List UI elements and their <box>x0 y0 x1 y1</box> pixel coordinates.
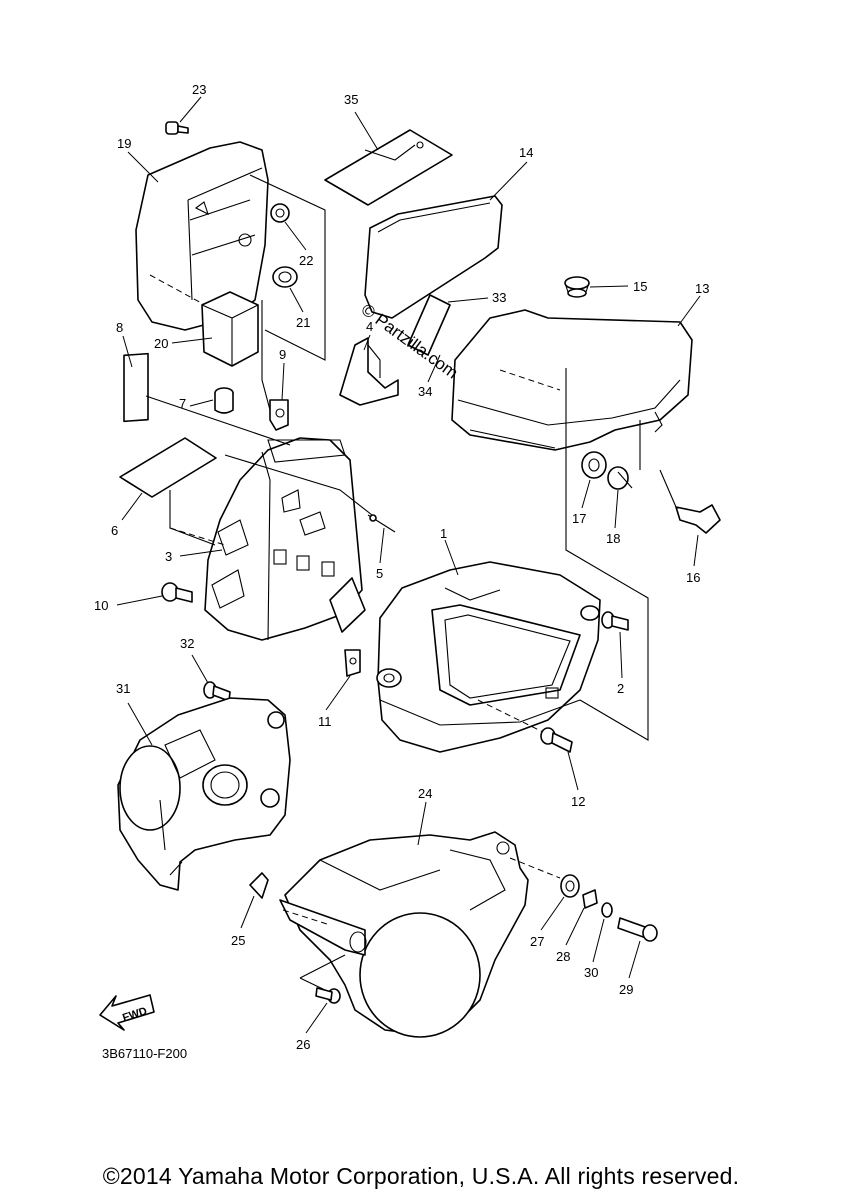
part-32-bolt <box>203 681 231 702</box>
callout-2: 2 <box>617 681 624 696</box>
callout-17: 17 <box>572 511 586 526</box>
callout-19: 19 <box>117 136 131 151</box>
callout-13: 13 <box>695 281 709 296</box>
part-26-bolt <box>315 987 341 1004</box>
part-11-clip <box>344 649 361 677</box>
part-18-collar <box>607 466 633 490</box>
callout-30: 30 <box>584 965 598 980</box>
callout-32: 32 <box>180 636 194 651</box>
part-12-bolt <box>540 727 573 753</box>
part-7-collar <box>214 387 234 414</box>
fwd-arrow-icon: FWD <box>99 994 155 1031</box>
part-35-pad <box>324 129 453 206</box>
guide-line-8 <box>145 395 291 446</box>
callout-27: 27 <box>530 934 544 949</box>
part-19-side-cover <box>135 141 269 331</box>
part-25-clip <box>249 872 269 899</box>
callout-5: 5 <box>376 566 383 581</box>
part-23-bolt <box>165 121 189 135</box>
part-27-grommet <box>560 874 580 898</box>
callout-12: 12 <box>571 794 585 809</box>
part-30-washer <box>601 902 613 918</box>
part-20-damper <box>201 291 259 367</box>
part-9-clip <box>269 399 289 431</box>
part-29-bolt <box>617 917 658 942</box>
guide-line-9 <box>261 300 271 411</box>
guide-line-26 <box>299 954 346 991</box>
callout-23: 23 <box>192 82 206 97</box>
drawing-code: 3B67110-F200 <box>102 1046 188 1061</box>
callout-9: 9 <box>279 347 286 362</box>
callout-33: 33 <box>492 290 506 305</box>
callout-34: 34 <box>418 384 432 399</box>
callout-7: 7 <box>179 396 186 411</box>
part-1-airbox <box>376 561 601 753</box>
part-16-fastener <box>659 469 721 534</box>
part-10-bolt <box>161 582 193 603</box>
part-8-pad <box>123 352 149 423</box>
part-2-bolt <box>601 611 629 631</box>
callout-16: 16 <box>686 570 700 585</box>
guide-line-5 <box>224 454 373 516</box>
part-22-grommet <box>270 203 290 223</box>
callout-15: 15 <box>633 279 647 294</box>
part-24-cover <box>279 831 529 1038</box>
guide-box-right <box>565 368 649 741</box>
part-3-battery-box <box>169 437 366 641</box>
callout-labels: 1 2 3 4 5 6 7 8 9 10 11 12 13 14 15 16 1… <box>94 82 709 1052</box>
callout-35: 35 <box>344 92 358 107</box>
callout-25: 25 <box>231 933 245 948</box>
part-31-cover <box>117 697 291 891</box>
part-5-pin <box>367 514 396 533</box>
guide-line-6-3 <box>169 490 216 546</box>
part-13-battery-cover <box>451 309 693 451</box>
part-4-bracket <box>339 337 399 406</box>
callout-18: 18 <box>606 531 620 546</box>
part-33-label <box>407 294 451 356</box>
part-6-sheet <box>119 437 217 498</box>
callout-3: 3 <box>165 549 172 564</box>
part-17-nut <box>581 451 607 479</box>
callout-28: 28 <box>556 949 570 964</box>
callout-26: 26 <box>296 1037 310 1052</box>
copyright-footer: ©2014 Yamaha Motor Corporation, U.S.A. A… <box>102 1163 740 1189</box>
callout-1: 1 <box>440 526 447 541</box>
callout-29: 29 <box>619 982 633 997</box>
leader-lines <box>116 96 701 1034</box>
part-19-guide-box <box>249 174 326 361</box>
part-21-grommet <box>272 266 298 288</box>
part-28-collar <box>582 889 598 909</box>
part-15-grommet <box>564 276 590 298</box>
callout-6: 6 <box>111 523 118 538</box>
part-14-side-panel <box>364 195 503 319</box>
callout-8: 8 <box>116 320 123 335</box>
callout-22: 22 <box>299 253 313 268</box>
callout-4: 4 <box>366 319 373 334</box>
callout-10: 10 <box>94 598 108 613</box>
callout-31: 31 <box>116 681 130 696</box>
callout-20: 20 <box>154 336 168 351</box>
callout-11: 11 <box>318 714 332 729</box>
callout-21: 21 <box>296 315 310 330</box>
callout-14: 14 <box>519 145 533 160</box>
guide-line-27 <box>509 857 561 879</box>
callout-24: 24 <box>418 786 432 801</box>
